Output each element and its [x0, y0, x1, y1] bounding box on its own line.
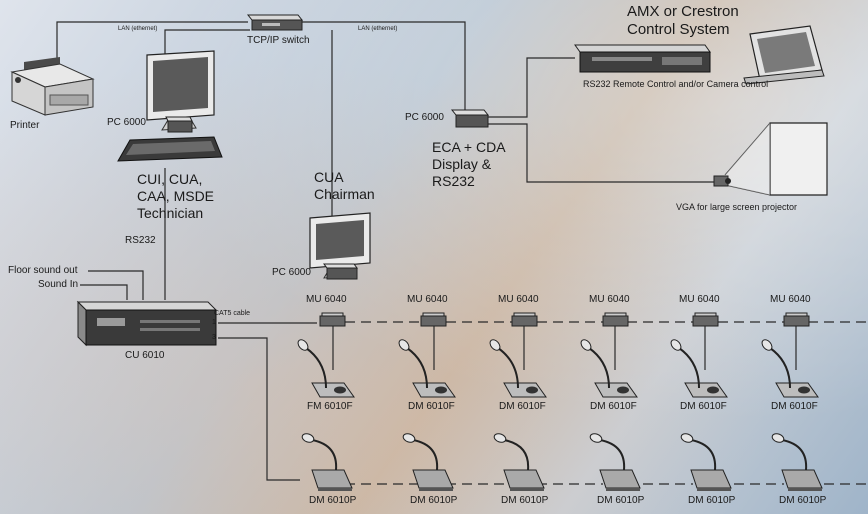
mu-units — [319, 312, 810, 327]
portable-mic-label: DM 6010P — [597, 495, 645, 506]
rs232-label: RS232 — [125, 235, 156, 246]
pc-unit-icon — [165, 116, 193, 133]
mu-label: MU 6040 — [679, 294, 720, 305]
portable-microphone-icon — [589, 433, 641, 491]
mu-unit-icon-6 — [783, 312, 810, 327]
mu-unit-icon-5 — [692, 312, 719, 327]
portable-mic-label: DM 6010P — [410, 495, 458, 506]
lan-label-left: LAN (ethernet) — [118, 26, 158, 32]
cua-line-2: Chairman — [314, 186, 375, 202]
projector-screen-icon — [724, 122, 828, 196]
mu-unit-icon-4 — [602, 312, 629, 327]
lan-line-right — [298, 21, 466, 110]
mu-unit-icon-1 — [319, 312, 346, 327]
cat5-line-3 — [218, 337, 300, 481]
portable-mic-label: DM 6010P — [309, 495, 357, 506]
lan-line-pc — [164, 29, 250, 55]
mu-unit-icon-3 — [511, 312, 538, 327]
eca-line-1: ECA + CDA — [432, 139, 506, 155]
daisy-chain-lines — [345, 321, 868, 485]
chairman-pc-unit-icon — [323, 263, 358, 280]
cu6010-label: CU 6010 — [125, 350, 165, 361]
pc-tech-label: PC 6000 — [107, 117, 146, 128]
mu-label: MU 6040 — [498, 294, 539, 305]
floor-sound-out-label: Floor sound out — [8, 265, 78, 276]
mu-unit-icon-2 — [420, 312, 447, 327]
portable-mic-label: DM 6010P — [688, 495, 736, 506]
sound-in-label: Sound In — [38, 279, 79, 290]
lan-label-right: LAN (ethernet) — [358, 26, 398, 32]
port-3-label: 3 — [212, 334, 216, 341]
mu-label: MU 6040 — [407, 294, 448, 305]
flush-mic-label: FM 6010F — [307, 401, 353, 412]
flush-microphone-icon — [580, 339, 638, 398]
control-system-label: Control System — [627, 21, 730, 38]
flush-mic-label: DM 6010F — [771, 401, 818, 412]
rs232-remote-label: RS232 Remote Control and/or Camera contr… — [583, 79, 769, 89]
flush-microphone-row — [297, 339, 819, 398]
amx-label: AMX or Crestron — [627, 3, 739, 20]
tech-line-1: CUI, CUA, — [137, 171, 203, 187]
cua-line-1: CUA — [314, 169, 344, 185]
control-system-rack-icon — [574, 44, 711, 73]
flush-mic-label: DM 6010F — [590, 401, 637, 412]
pc-control-label: PC 6000 — [405, 112, 444, 123]
cu6010-unit-icon — [76, 300, 218, 347]
tech-line-3: Technician — [137, 205, 204, 221]
printer-icon — [10, 57, 95, 116]
eca-line-3: RS232 — [432, 173, 475, 189]
portable-mic-label: DM 6010P — [501, 495, 549, 506]
portable-microphone-icon — [680, 433, 732, 491]
lan-line-left — [56, 21, 248, 67]
mu-label: MU 6040 — [770, 294, 811, 305]
control-pc-unit-icon — [450, 109, 490, 128]
portable-microphone-icon — [493, 433, 545, 491]
touch-panel-icon — [743, 25, 825, 85]
connection-lines — [56, 21, 797, 481]
flush-microphone-icon — [670, 339, 728, 398]
tech-line-2: CAA, MSDE — [137, 188, 215, 204]
portable-microphone-icon — [402, 433, 454, 491]
mu-label: MU 6040 — [306, 294, 347, 305]
flush-microphone-icon — [489, 339, 547, 398]
keyboard-icon — [117, 136, 223, 162]
printer-label: Printer — [10, 120, 40, 131]
cat5-label: CAT5 cable — [214, 310, 251, 317]
vga-label: VGA for large screen projector — [676, 202, 798, 212]
eca-line-2: Display & — [432, 156, 492, 172]
projector-icon — [713, 175, 731, 187]
rs232-control-line — [486, 57, 575, 118]
tcpip-switch-icon — [246, 14, 304, 31]
mu-label: MU 6040 — [589, 294, 630, 305]
flush-microphone-icon — [398, 339, 456, 398]
portable-microphone-icon — [301, 433, 353, 491]
flush-microphone-icon — [761, 339, 819, 398]
portable-mic-label: DM 6010P — [779, 495, 827, 506]
flush-mic-label: DM 6010F — [680, 401, 727, 412]
vga-line — [486, 123, 718, 183]
floor-sound-line — [88, 270, 144, 300]
flush-mic-label: DM 6010F — [408, 401, 455, 412]
port-1-label: 1 — [212, 319, 216, 326]
portable-microphone-icon — [771, 433, 823, 491]
portable-microphone-row — [301, 433, 823, 491]
switch-label: TCP/IP switch — [247, 35, 310, 46]
flush-microphone-icon — [297, 339, 355, 398]
pc-chairman-label: PC 6000 — [272, 267, 311, 278]
flush-mic-label: DM 6010F — [499, 401, 546, 412]
sound-in-line — [80, 284, 128, 300]
